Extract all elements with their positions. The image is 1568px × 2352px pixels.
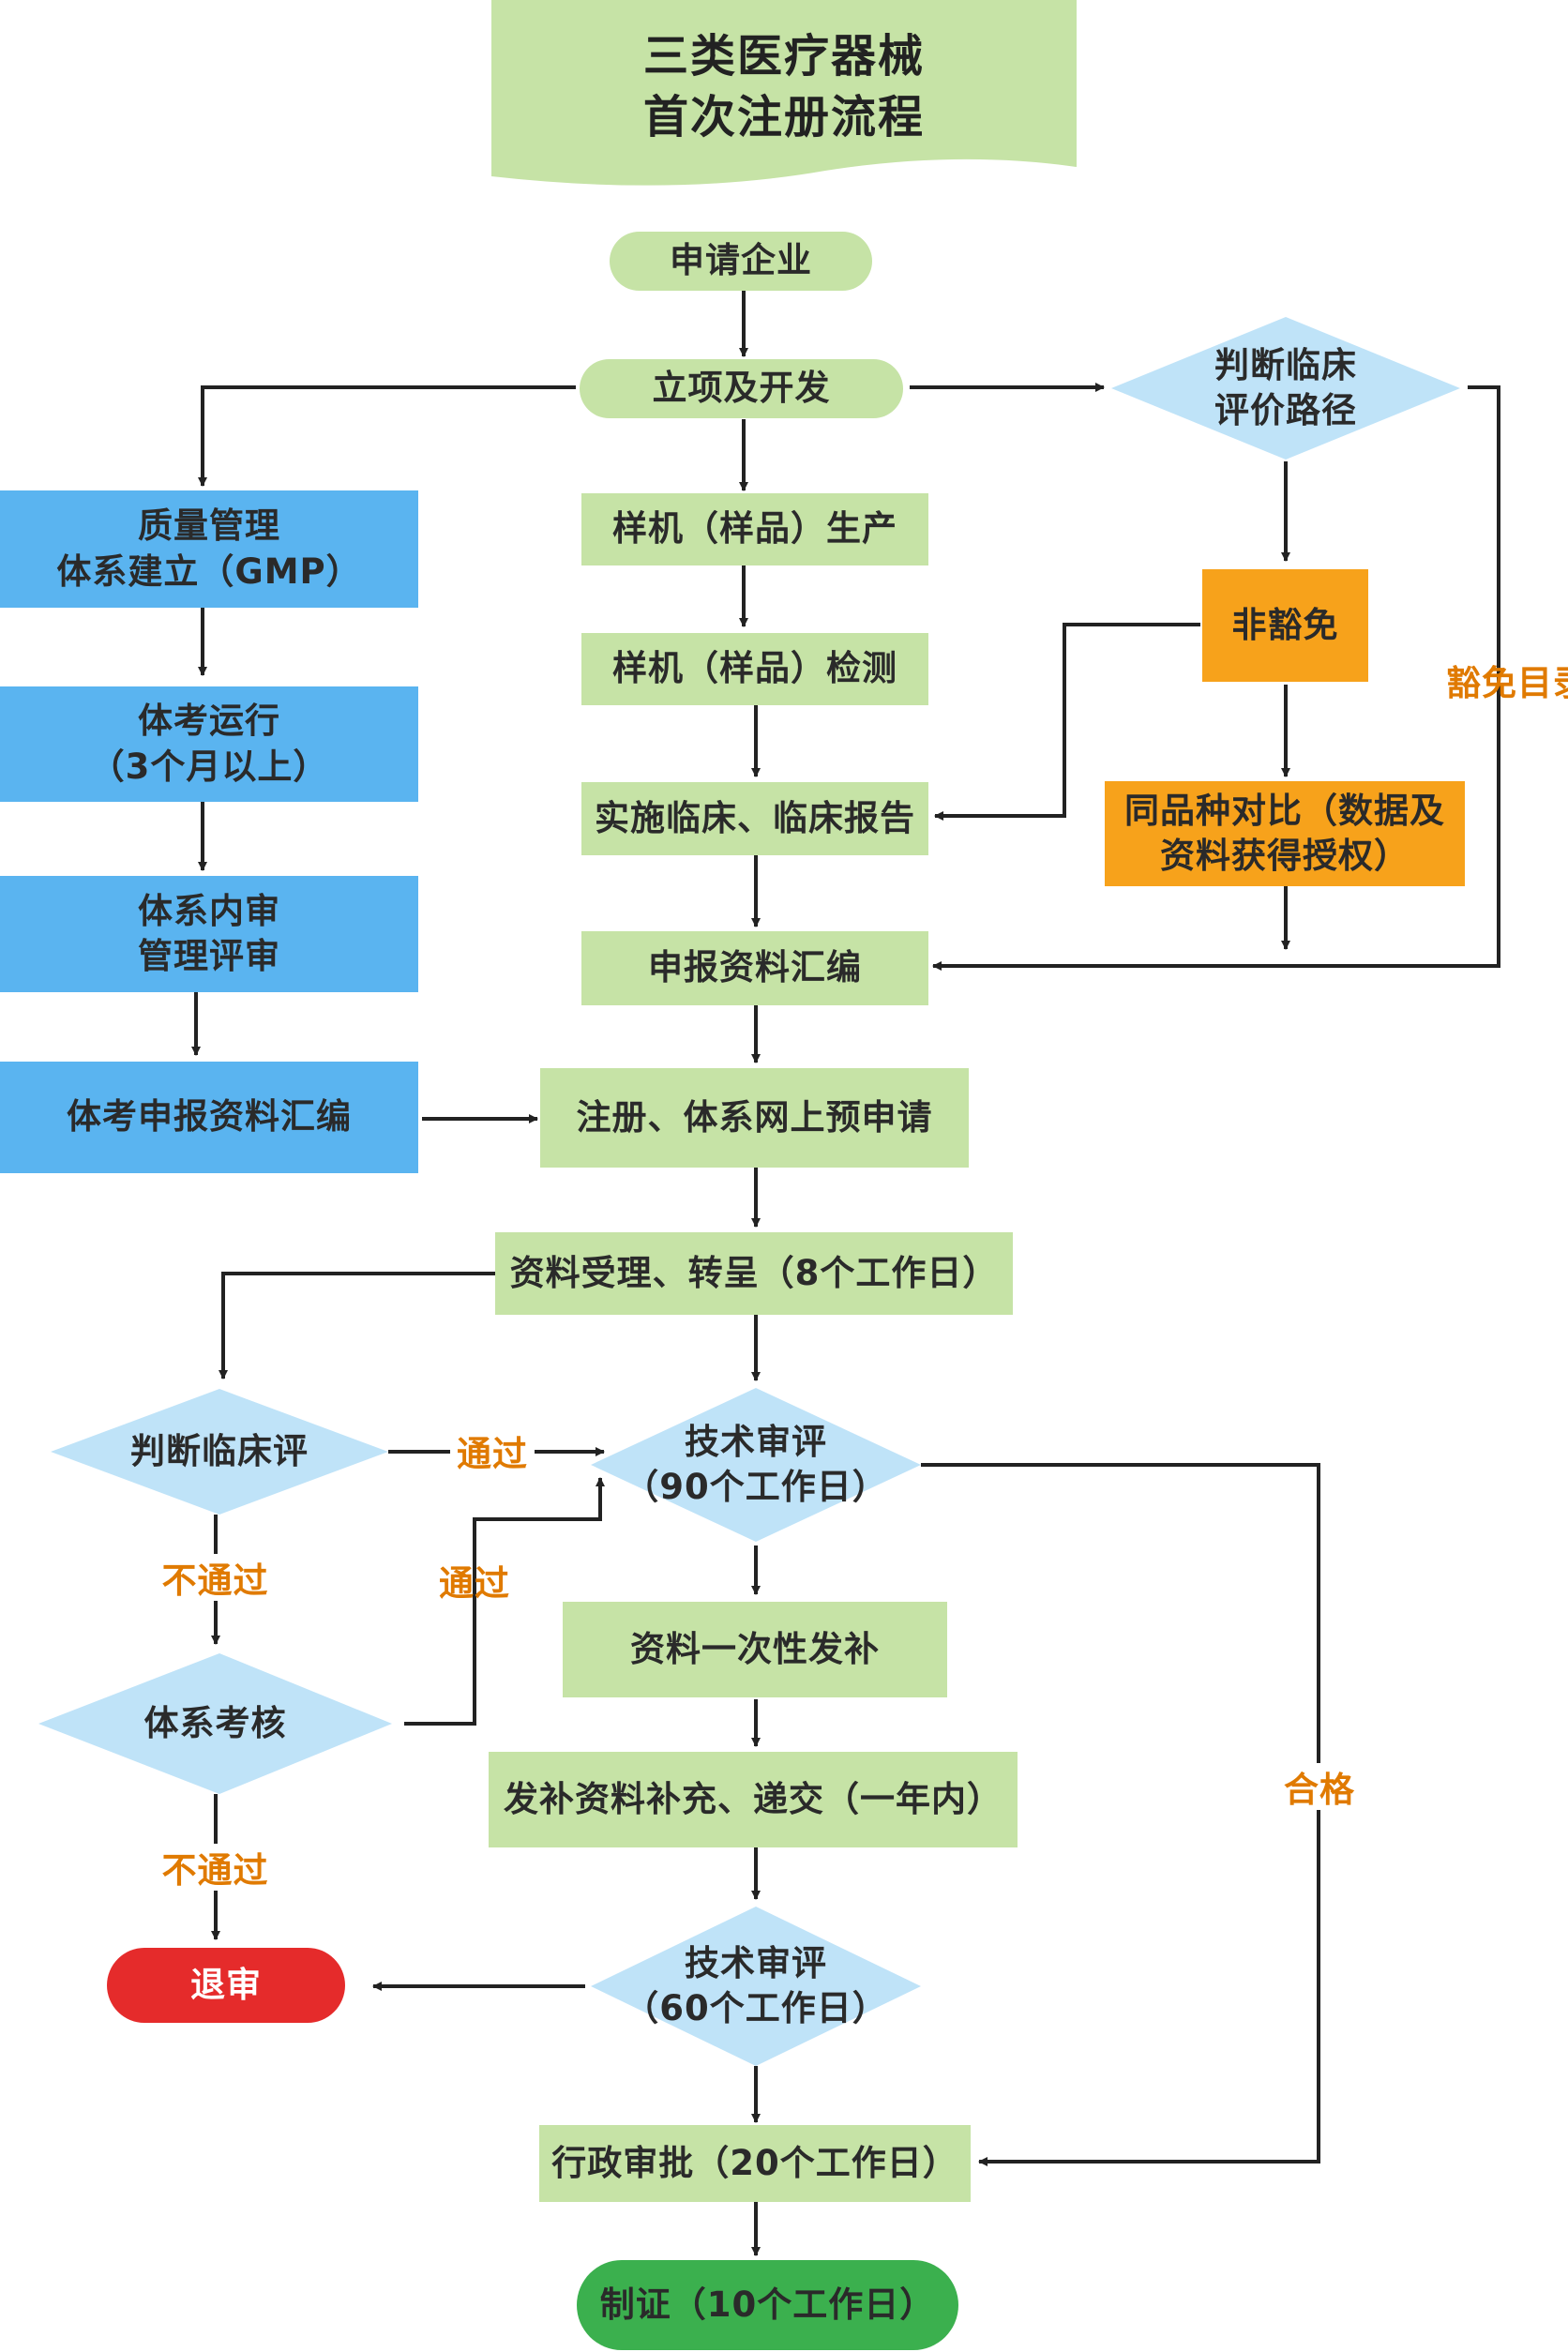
arrow-techreview-pass-to-admin [921,1463,1320,2166]
node-admin-approval: 行政审批（20个工作日） [539,2125,971,2202]
arrow-nonexempt-to-clinical [934,623,1200,821]
diamond-label-judge-clinical: 判断临床评 [130,1430,309,1471]
node-clinical-report: 实施临床、临床报告 [581,782,928,855]
edge-label-fail-2: 不通过 [152,1844,279,1891]
diamond-label-judge-path: 判断临床 评价路径 [1214,344,1357,430]
diamond-tech-review-90 [591,1388,921,1542]
diamond-label-system-audit: 体系考核 [143,1702,287,1743]
node-certificate: 制证（10个工作日） [577,2260,958,2350]
edge-label-qualified: 合格 [1277,1763,1362,1810]
node-internal-review: 体系内审 管理评审 [0,876,418,992]
node-one-time-supplement: 资料一次性发补 [563,1602,947,1697]
node-acceptance: 资料受理、转呈（8个工作日） [495,1232,1013,1315]
node-project-dev: 立项及开发 [580,359,903,418]
arrow-acceptance-to-judge [219,1272,495,1380]
node-non-exempt: 非豁免 [1202,569,1368,682]
node-applicant: 申请企业 [610,232,872,291]
arrow-dev-to-qms [198,385,576,487]
edge-label-fail-1: 不通过 [152,1554,279,1601]
diamond-label-tech-review-90: 技术审评 （90个工作日） [624,1421,888,1507]
node-same-variety: 同品种对比（数据及 资料获得授权） [1105,781,1465,886]
node-supplement-submit: 发补资料补充、递交（一年内） [489,1752,1018,1847]
node-reject: 退审 [107,1948,345,2023]
diamond-judge-path [1111,317,1460,460]
title-banner [491,0,1077,186]
diamond-label-tech-review-60: 技术审评 （60个工作日） [624,1942,888,2028]
diamond-tech-review-60 [591,1907,921,2066]
node-qms-build: 质量管理 体系建立（GMP） [0,490,418,608]
node-inspection-dossier: 体考申报资料汇编 [0,1062,418,1173]
diamond-system-audit [38,1653,392,1794]
node-dossier-compile: 申报资料汇编 [581,931,928,1005]
node-prototype-testing: 样机（样品）检测 [581,633,928,705]
node-prototype-production: 样机（样品）生产 [581,493,928,565]
edge-label-pass-2: 通过 [439,1563,510,1604]
diamond-judge-clinical [51,1389,388,1515]
node-online-preapply: 注册、体系网上预申请 [540,1068,969,1168]
edge-label-exempt: 豁免目录 [1446,663,1568,703]
node-trial-run: 体考运行 （3个月以上） [0,686,418,802]
arrow-audit-pass-to-techreview [404,1477,605,1726]
arrow-judge-exempt [932,385,1500,971]
diagram-title: 三类医疗器械 首次注册流程 [642,29,925,143]
edge-label-pass-1: 通过 [450,1427,535,1474]
